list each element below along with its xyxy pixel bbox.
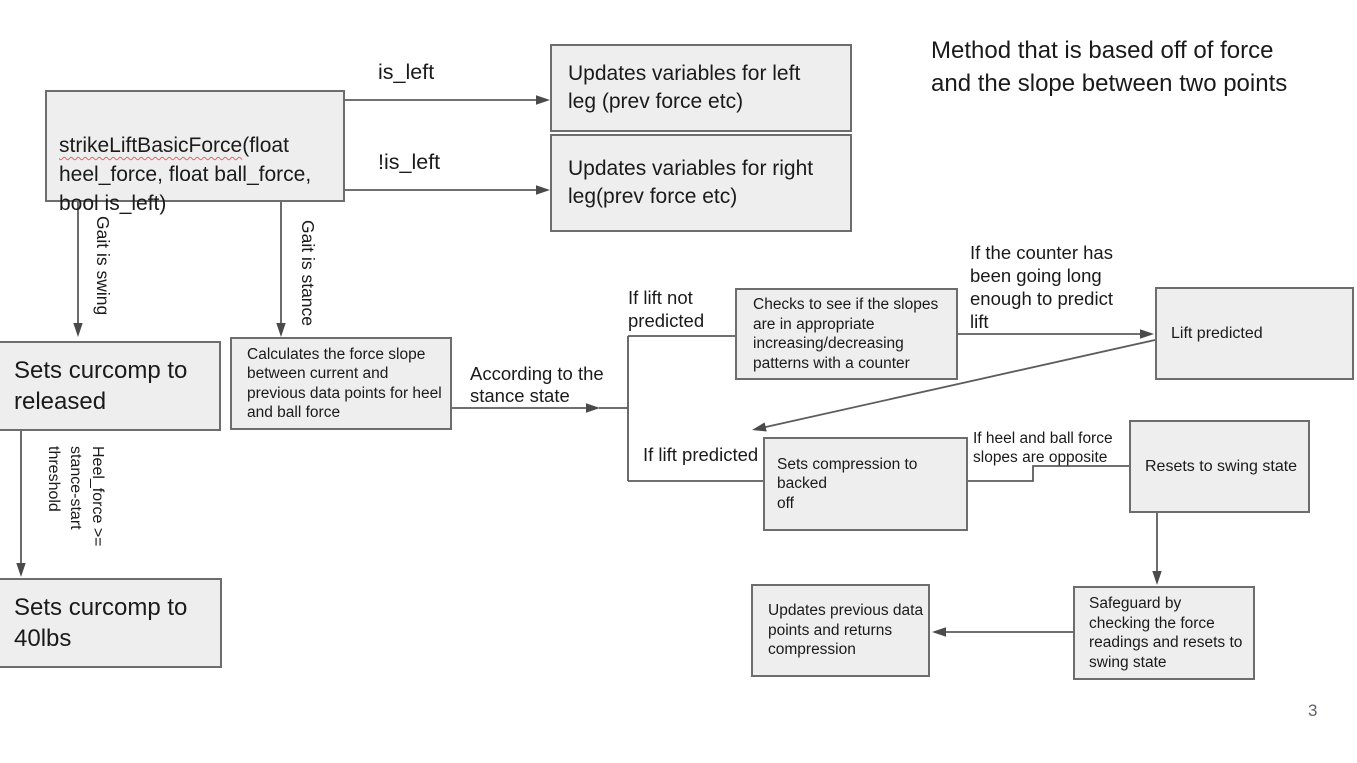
flow-box-sets-compression-backed-off: Sets compression to backed off	[763, 437, 968, 531]
edge-label-if-counter-long-enough: If the counter has been going long enoug…	[970, 242, 1113, 332]
arrowhead	[276, 323, 286, 337]
edge-label-if-lift-predicted: If lift predicted	[643, 444, 759, 465]
flow-box-updates-previous-points: Updates previous data points and returns…	[751, 584, 930, 677]
arrowhead	[752, 422, 767, 432]
connector-compression-to-resets	[968, 465, 1130, 482]
arrowhead	[1152, 571, 1162, 585]
edge-label-if-lift-not-predicted: If lift not predicted	[628, 287, 705, 331]
arrowhead	[16, 563, 26, 577]
flow-box-checks-slopes: Checks to see if the slopes are in appro…	[735, 288, 958, 380]
flow-box-calculates-force-slope: Calculates the force slope between curre…	[230, 337, 452, 430]
arrowhead	[932, 627, 946, 637]
edge-label-gait-is-swing: Gait is swing	[93, 216, 113, 316]
edge-label-gait-is-stance: Gait is stance	[298, 220, 318, 327]
edge-label-is-left: is_left	[378, 60, 435, 84]
edge-label-heel-force-threshold: Heel_force >= stance-start threshold	[45, 446, 106, 547]
function-signature: (float heel_force, float ball_force, boo…	[59, 134, 312, 215]
edge-label-if-heel-ball-opposite: If heel and ball force slopes are opposi…	[973, 430, 1113, 466]
flow-box-updates-left-leg: Updates variables for left leg (prev for…	[550, 44, 852, 132]
slide-title: Method that is based off of force and th…	[931, 37, 1288, 97]
page-number: 3	[1308, 701, 1318, 720]
edge-label-not-is-left: !is_left	[378, 150, 441, 174]
arrowhead	[1140, 329, 1154, 339]
flow-box-sets-curcomp-40lbs: Sets curcomp to 40lbs	[0, 578, 222, 668]
edge-label-according-stance-state: According to the stance state	[470, 363, 604, 406]
flow-box-lift-predicted: Lift predicted	[1155, 287, 1354, 380]
flow-box-updates-right-leg: Updates variables for right leg(prev for…	[550, 134, 852, 232]
function-name-misspelling: strikeLiftBasicForce	[59, 134, 243, 157]
flow-box-safeguard: Safeguard by checking the force readings…	[1073, 586, 1255, 680]
flow-box-resets-swing-state: Resets to swing state	[1129, 420, 1310, 513]
arrowhead	[536, 185, 550, 195]
arrowhead	[536, 95, 550, 105]
flow-box-sets-curcomp-released: Sets curcomp to released	[0, 341, 221, 431]
arrowhead	[73, 323, 83, 337]
flow-box-strike-lift-function: strikeLiftBasicForce(float heel_force, f…	[45, 90, 345, 215]
